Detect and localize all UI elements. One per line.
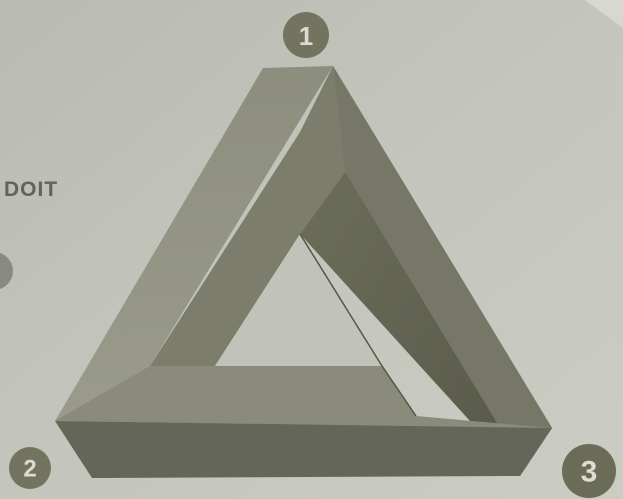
- side-text: DOIT: [4, 178, 58, 202]
- marker-3-label: 3: [581, 456, 598, 489]
- marker-2: 2: [9, 447, 51, 489]
- marker-3: 3: [562, 444, 616, 498]
- bottom-beam-front: [55, 421, 552, 478]
- marker-1: 1: [283, 12, 329, 58]
- marker-2-label: 2: [23, 456, 36, 483]
- marker-1-label: 1: [299, 21, 313, 51]
